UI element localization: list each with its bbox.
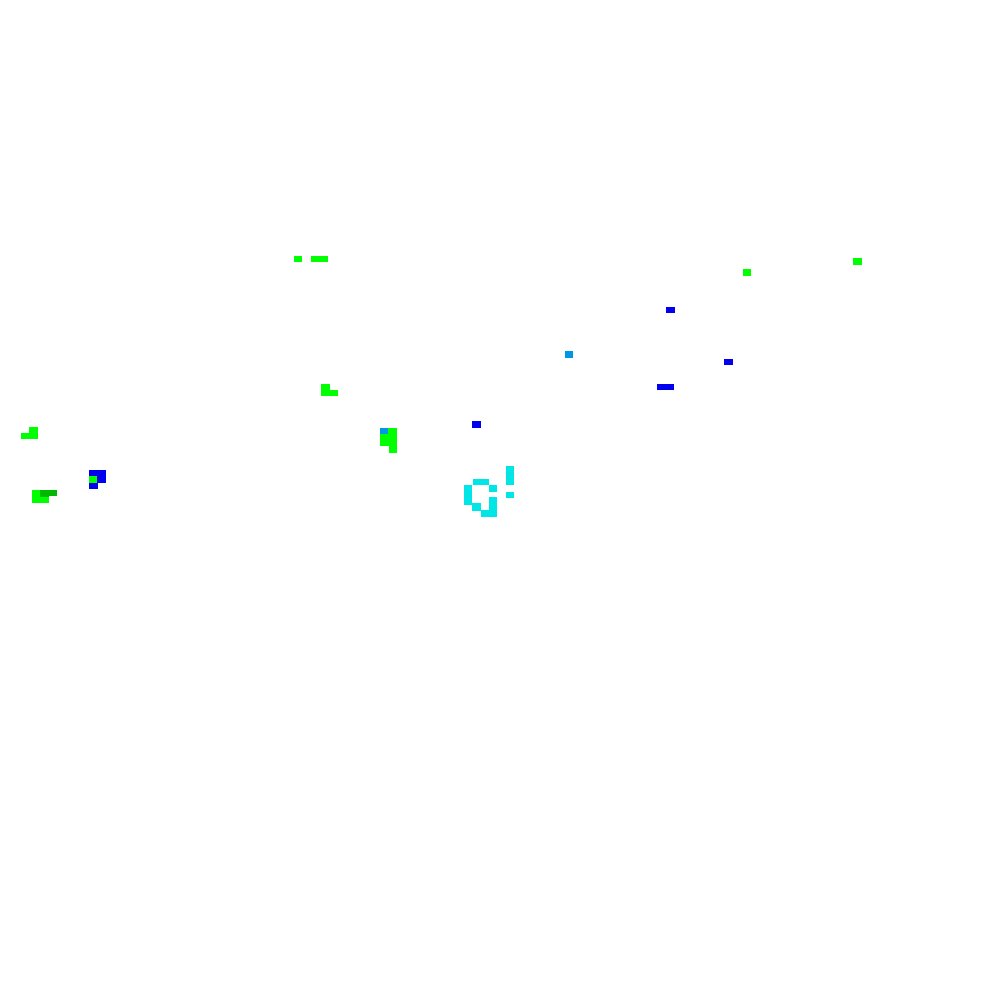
green-pixel — [380, 434, 397, 446]
green-pixel — [311, 256, 328, 262]
green-pixel — [32, 490, 41, 503]
blue-pixel — [666, 307, 675, 313]
green-pixel — [89, 476, 97, 483]
green-pixel — [389, 446, 397, 453]
cyan-pixel — [472, 503, 481, 511]
blue-pixel — [97, 476, 106, 483]
blue-pixel — [724, 359, 733, 365]
dark-green-pixel — [40, 490, 49, 497]
light-blue-pixel — [565, 351, 573, 358]
green-pixel — [21, 433, 29, 439]
green-pixel — [853, 258, 862, 265]
cyan-pixel — [481, 510, 497, 517]
cyan-pixel — [489, 497, 497, 511]
cyan-pixel — [489, 485, 497, 492]
blue-pixel — [89, 470, 106, 476]
cyan-pixel — [506, 466, 514, 485]
blue-pixel — [657, 384, 674, 390]
green-pixel — [294, 256, 302, 262]
green-pixel — [743, 269, 751, 276]
cyan-pixel — [473, 479, 489, 485]
cyan-pixel — [464, 485, 472, 505]
green-pixel — [321, 384, 330, 396]
green-pixel — [329, 390, 338, 396]
blue-pixel — [472, 421, 481, 428]
green-pixel — [388, 428, 397, 434]
green-pixel — [40, 497, 49, 503]
light-blue-pixel — [380, 428, 388, 434]
dark-green-pixel — [48, 490, 57, 496]
blue-pixel — [89, 483, 98, 489]
cyan-pixel — [506, 492, 514, 498]
green-pixel — [29, 427, 38, 439]
